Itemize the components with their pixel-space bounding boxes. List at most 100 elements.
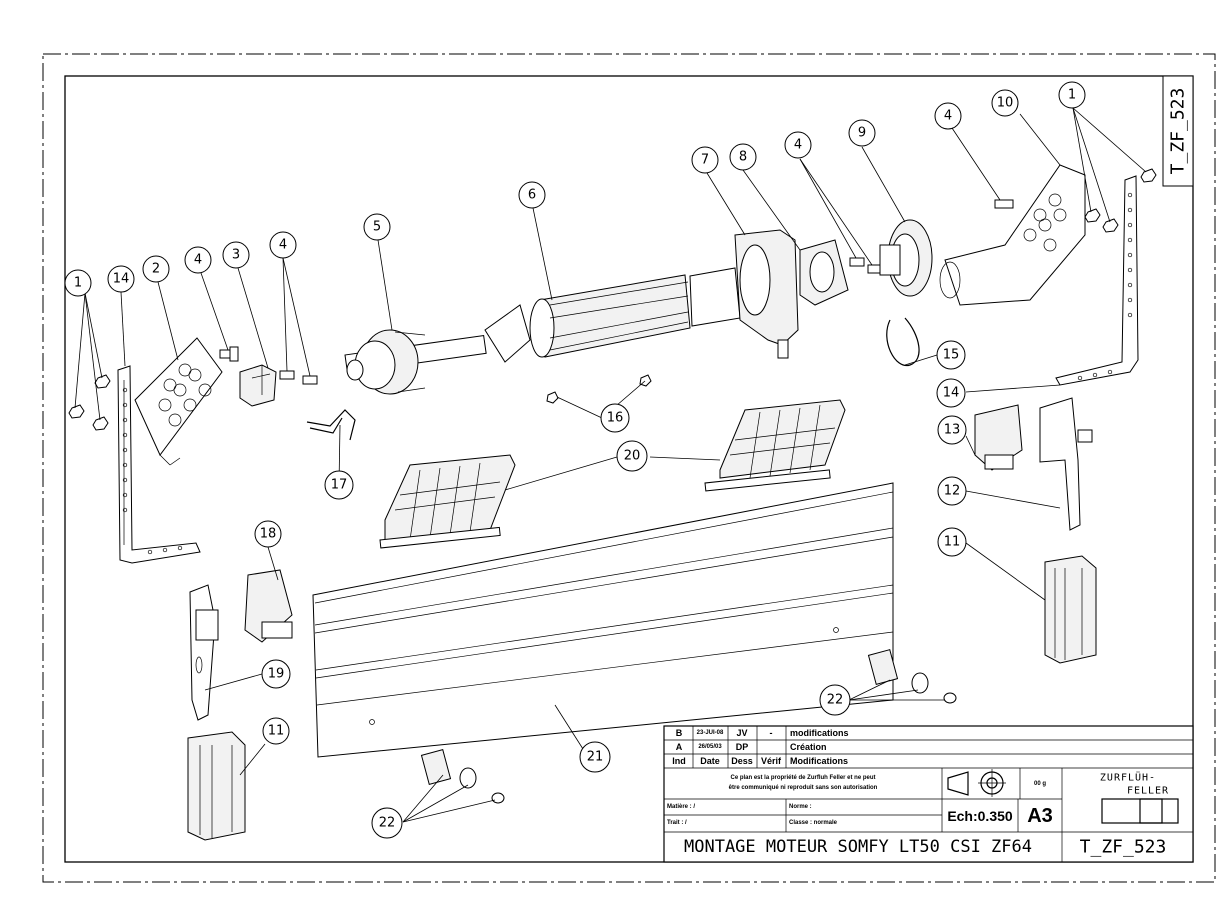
projection-symbol-icon <box>947 769 1006 797</box>
part-4-screw-a <box>219 346 239 362</box>
drawing-reference: T_ZF_523 <box>1080 837 1167 858</box>
part-1-nuts-right <box>1084 168 1157 233</box>
svg-text:14: 14 <box>113 272 130 287</box>
leader-lines <box>74 107 1147 823</box>
part-11-profile-right <box>1044 555 1097 664</box>
part-17-clip <box>306 409 356 441</box>
part-7-motor-head <box>734 229 799 359</box>
drawing-title: MONTAGE MOTEUR SOMFY LT50 CSI ZF64 <box>684 837 1032 857</box>
balloon-1-right: 1 <box>1058 81 1086 109</box>
svg-text:4: 4 <box>194 253 202 268</box>
balloon-4-a: 4 <box>184 246 212 274</box>
rev-row-2-dess: DP <box>736 742 749 752</box>
part-20-comb-right <box>704 399 846 492</box>
balloon-22-right: 22 <box>819 684 851 716</box>
side-reference-box: T_ZF_523 <box>1162 75 1194 187</box>
rev-row-1-verif: - <box>770 728 773 738</box>
rev-header-mod: Modifications <box>790 756 848 766</box>
rev-row-1-date: 23-JUI-08 <box>697 730 724 736</box>
part-5-adapter <box>344 329 487 395</box>
svg-text:22: 22 <box>827 693 844 708</box>
part-21-slat <box>312 482 894 758</box>
part-11-profile-left <box>187 731 246 841</box>
balloon-22-left: 22 <box>371 807 403 839</box>
part-4-screws-c <box>849 257 883 274</box>
svg-text:3: 3 <box>232 248 240 263</box>
balloon-4-c: 4 <box>784 131 812 159</box>
balloon-7: 7 <box>691 146 719 174</box>
part-8-ring <box>799 239 849 306</box>
classe-field: Classe : normale <box>789 820 838 826</box>
rev-row-1-ind: B <box>676 728 683 738</box>
svg-text:4: 4 <box>794 138 802 153</box>
balloon-14-left: 14 <box>107 265 135 293</box>
mass-field: 00 g <box>1034 781 1046 787</box>
balloon-13: 13 <box>937 415 967 445</box>
part-10-support <box>939 164 1086 306</box>
rev-row-2-mod: Création <box>790 742 827 752</box>
outer-dashed-border <box>42 53 1216 883</box>
balloon-10: 10 <box>991 89 1019 117</box>
svg-text:ZURFLÜH-: ZURFLÜH- <box>1100 771 1156 784</box>
svg-text:4: 4 <box>944 109 952 124</box>
rev-row-2-date: 26/05/03 <box>698 744 722 750</box>
balloon-17: 17 <box>324 470 354 500</box>
balloon-20: 20 <box>616 440 648 472</box>
balloon-3: 3 <box>222 241 250 269</box>
rev-row-1-mod: modifications <box>790 728 849 738</box>
rev-header-dess: Dess <box>731 756 753 766</box>
part-20-comb-left <box>379 454 516 549</box>
svg-text:17: 17 <box>331 478 348 493</box>
svg-text:5: 5 <box>373 220 381 235</box>
part-4-screw-d <box>994 199 1014 209</box>
svg-text:20: 20 <box>624 449 641 464</box>
svg-text:15: 15 <box>943 348 960 363</box>
norme-field: Norme : <box>789 804 812 810</box>
format-field: A3 <box>1027 805 1053 827</box>
svg-text:18: 18 <box>260 527 277 542</box>
side-reference-label: T_ZF_523 <box>1168 88 1189 175</box>
rev-header-ind: Ind <box>672 756 686 766</box>
part-3-cap <box>239 364 277 407</box>
balloon-1-left: 1 <box>64 269 92 297</box>
title-block: B 23-JUI-08 JV - modifications A 26/05/0… <box>663 725 1194 863</box>
part-19-end-piece <box>189 584 219 721</box>
svg-text:10: 10 <box>997 96 1014 111</box>
rev-header-verif: Vérif <box>761 756 782 766</box>
notice-line-2: être communiqué ni reproduit sans son au… <box>729 785 878 791</box>
balloon-6: 6 <box>518 181 546 209</box>
svg-text:12: 12 <box>944 484 961 499</box>
balloon-9: 9 <box>848 119 876 147</box>
svg-text:FELLER: FELLER <box>1127 786 1169 797</box>
part-14-left-bracket <box>117 365 201 564</box>
svg-text:14: 14 <box>943 386 960 401</box>
part-14-right-bracket <box>1055 175 1139 386</box>
svg-text:13: 13 <box>944 423 961 438</box>
svg-text:2: 2 <box>152 262 160 277</box>
part-18-end-cap <box>244 569 293 643</box>
svg-text:19: 19 <box>268 667 285 682</box>
svg-text:21: 21 <box>587 750 604 765</box>
svg-text:11: 11 <box>268 724 285 739</box>
rev-row-1-dess: JV <box>736 728 747 738</box>
balloon-4-b: 4 <box>269 231 297 259</box>
matiere-field: Matière : / <box>667 804 695 810</box>
company-logo: ZURFLÜH- FELLER <box>1100 771 1179 824</box>
inner-frame <box>64 75 1194 863</box>
balloon-4-d: 4 <box>934 102 962 130</box>
part-9-crown <box>879 219 933 297</box>
balloon-8: 8 <box>729 143 757 171</box>
part-1-nuts-left <box>68 374 111 431</box>
svg-text:16: 16 <box>607 411 624 426</box>
balloon-18: 18 <box>254 520 282 548</box>
svg-text:22: 22 <box>379 816 396 831</box>
scale-field: Ech:0.350 <box>947 808 1013 824</box>
part-12-end-piece <box>1039 397 1093 531</box>
svg-text:6: 6 <box>528 188 536 203</box>
svg-text:1: 1 <box>74 276 82 291</box>
svg-text:4: 4 <box>279 238 287 253</box>
balloon-15: 15 <box>936 340 966 370</box>
trait-field: Trait : / <box>667 820 687 826</box>
svg-text:9: 9 <box>858 126 866 141</box>
